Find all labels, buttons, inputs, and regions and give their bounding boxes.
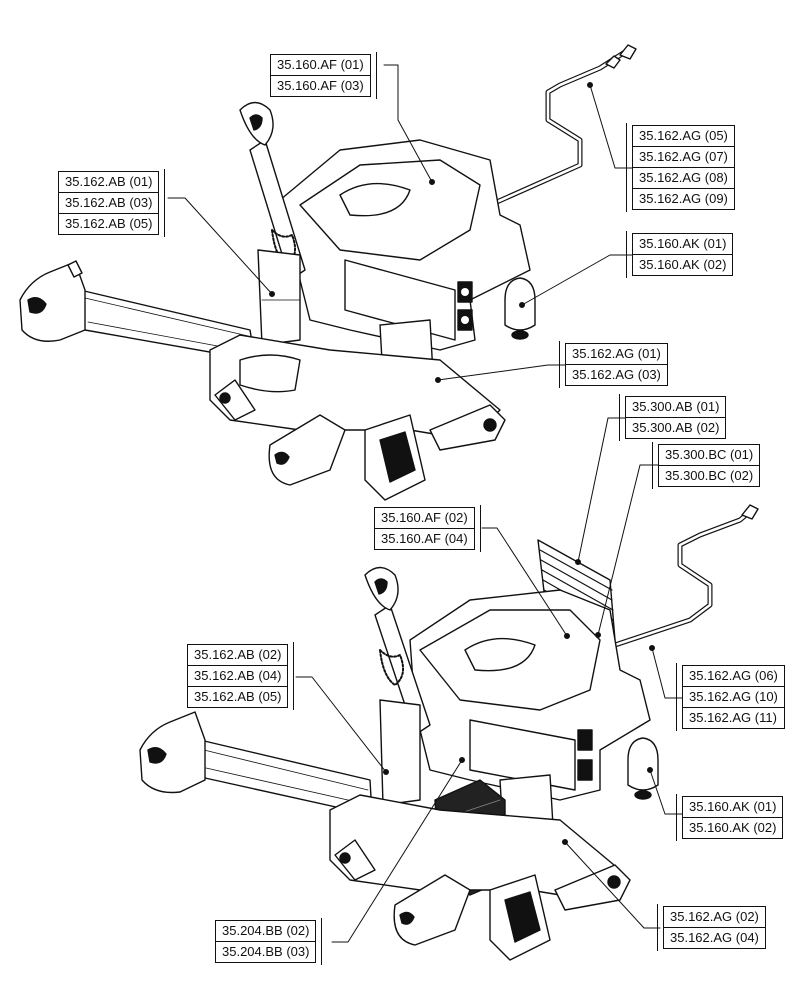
part-label: 35.162.AG (08) bbox=[632, 167, 735, 189]
callout-top-af: 35.160.AF (01) 35.160.AF (03) bbox=[270, 52, 377, 99]
part-label: 35.160.AF (02) bbox=[374, 507, 475, 529]
callout-bottom-ab: 35.162.AB (02) 35.162.AB (04) 35.162.AB … bbox=[187, 642, 295, 710]
part-label: 35.162.AG (09) bbox=[632, 188, 735, 210]
callout-bottom-ak: 35.160.AK (01) 35.160.AK (02) bbox=[675, 794, 784, 841]
leader-lines bbox=[167, 64, 683, 943]
part-label: 35.300.AB (01) bbox=[625, 396, 727, 418]
part-label: 35.204.BB (03) bbox=[215, 941, 317, 963]
part-label: 35.162.AG (07) bbox=[632, 146, 735, 168]
part-label: 35.162.AG (06) bbox=[682, 665, 785, 687]
callout-bottom-bb: 35.204.BB (02) 35.204.BB (03) bbox=[215, 918, 323, 965]
part-label: 35.162.AB (02) bbox=[187, 644, 289, 666]
part-label: 35.162.AB (05) bbox=[187, 686, 289, 708]
callout-bottom-ag-low: 35.162.AG (02) 35.162.AG (04) bbox=[657, 904, 766, 951]
part-label: 35.160.AF (03) bbox=[270, 75, 371, 97]
part-label: 35.160.AK (01) bbox=[632, 233, 734, 255]
part-label: 35.162.AB (01) bbox=[58, 171, 160, 193]
part-label: 35.162.AG (11) bbox=[682, 707, 785, 729]
callout-top-ab: 35.162.AB (01) 35.162.AB (03) 35.162.AB … bbox=[58, 169, 166, 237]
part-label: 35.300.BC (01) bbox=[658, 444, 761, 466]
callout-top-ag-right: 35.162.AG (05) 35.162.AG (07) 35.162.AG … bbox=[626, 123, 735, 212]
part-label: 35.160.AK (01) bbox=[682, 796, 784, 818]
part-label: 35.162.AG (04) bbox=[663, 927, 766, 949]
part-label: 35.162.AB (03) bbox=[58, 192, 160, 214]
part-label: 35.204.BB (02) bbox=[215, 920, 317, 942]
part-label: 35.162.AB (04) bbox=[187, 665, 289, 687]
callout-bottom-ag-right: 35.162.AG (06) 35.162.AG (10) 35.162.AG … bbox=[676, 663, 785, 731]
bottom-hitch-assembly bbox=[139, 504, 759, 961]
part-label: 35.160.AK (02) bbox=[632, 254, 734, 276]
part-label: 35.160.AF (04) bbox=[374, 528, 475, 550]
part-label: 35.162.AG (03) bbox=[565, 364, 668, 386]
callout-bottom-af: 35.160.AF (02) 35.160.AF (04) bbox=[374, 505, 481, 552]
part-label: 35.162.AG (02) bbox=[663, 906, 766, 928]
part-label: 35.160.AF (01) bbox=[270, 54, 371, 76]
part-label: 35.162.AG (05) bbox=[632, 125, 735, 147]
part-label: 35.300.AB (02) bbox=[625, 417, 727, 439]
part-label: 35.162.AG (01) bbox=[565, 343, 668, 365]
part-label: 35.162.AB (05) bbox=[58, 213, 160, 235]
callout-cooler-ab: 35.300.AB (01) 35.300.AB (02) bbox=[618, 394, 727, 441]
part-label: 35.162.AG (10) bbox=[682, 686, 785, 708]
top-hitch-assembly bbox=[19, 44, 637, 501]
callout-cooler-bc: 35.300.BC (01) 35.300.BC (02) bbox=[651, 442, 761, 489]
part-label: 35.160.AK (02) bbox=[682, 817, 784, 839]
part-label: 35.300.BC (02) bbox=[658, 465, 761, 487]
callout-top-ak: 35.160.AK (01) 35.160.AK (02) bbox=[625, 231, 734, 278]
callout-top-ag-mid: 35.162.AG (01) 35.162.AG (03) bbox=[559, 341, 668, 388]
